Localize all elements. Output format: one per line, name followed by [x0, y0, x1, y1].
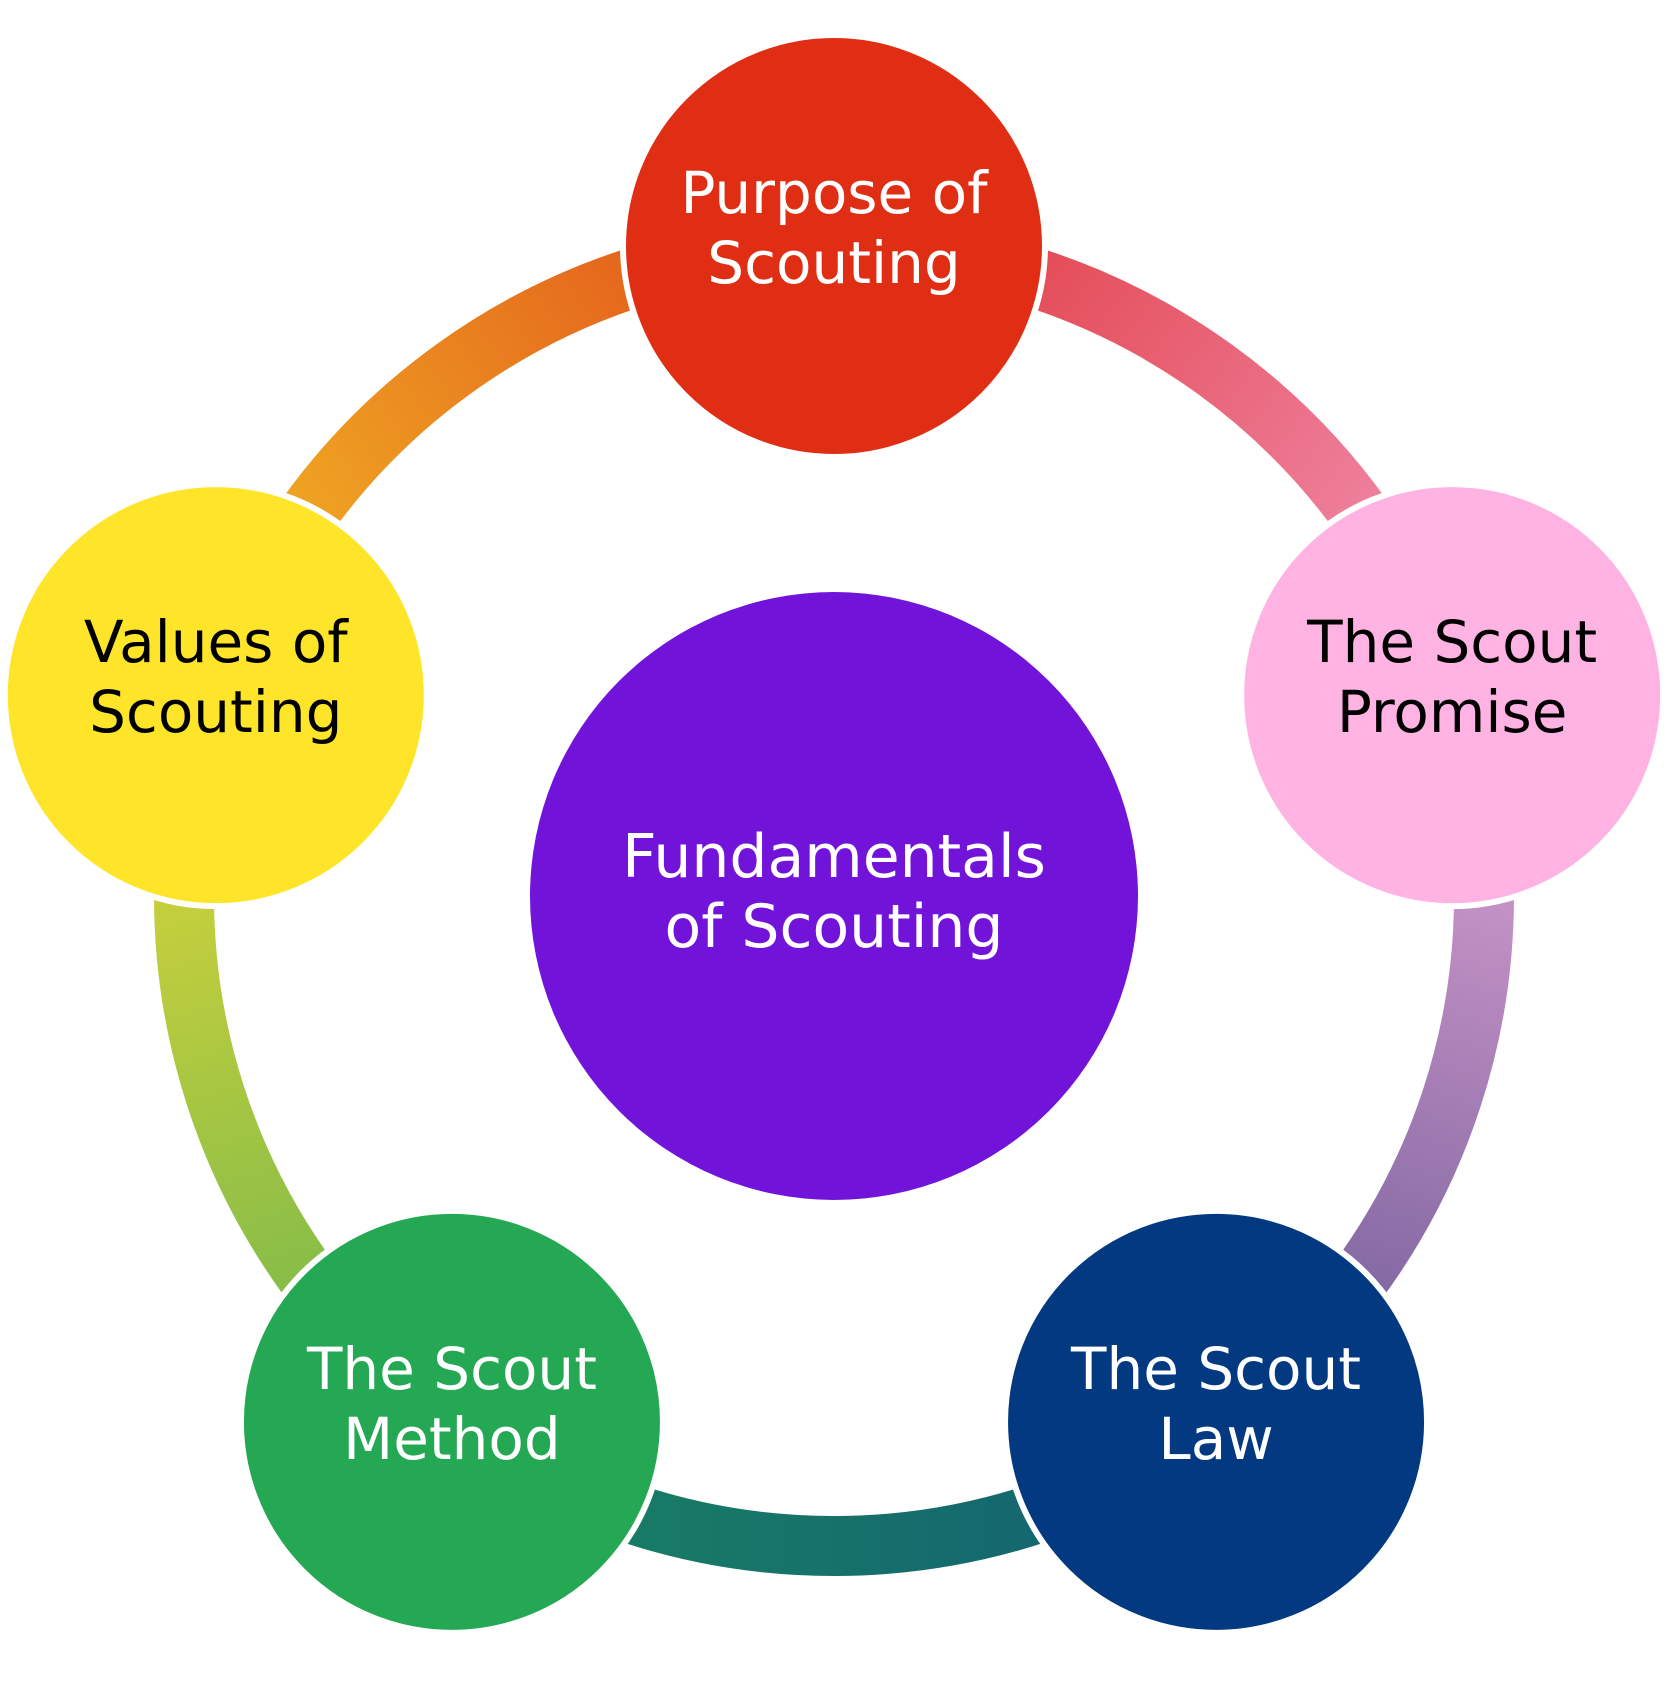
node-values-label-line-1: Values of	[84, 608, 349, 676]
node-values-circle	[1, 481, 430, 910]
hub-label-line-2: of Scouting	[664, 892, 1003, 962]
node-law-label-line-1: The Scout	[1070, 1335, 1361, 1403]
hub-label-line-1: Fundamentals	[622, 822, 1046, 892]
node-purpose-label-line-1: Purpose of	[680, 159, 989, 227]
node-method-label-line-2: Method	[343, 1405, 561, 1473]
node-promise-label-line-2: Promise	[1337, 678, 1568, 746]
node-promise-label-line-1: The Scout	[1306, 608, 1597, 676]
node-law-label-line-2: Law	[1158, 1405, 1273, 1473]
node-method-circle	[237, 1207, 666, 1636]
node-promise-circle	[1238, 481, 1667, 910]
hub-circle	[530, 592, 1138, 1200]
node-values-label-line-2: Scouting	[89, 678, 342, 746]
node-purpose-label-line-2: Scouting	[707, 229, 960, 297]
node-purpose-circle	[620, 32, 1048, 460]
node-method-label-line-1: The Scout	[306, 1335, 597, 1403]
node-law-circle	[1002, 1207, 1431, 1636]
